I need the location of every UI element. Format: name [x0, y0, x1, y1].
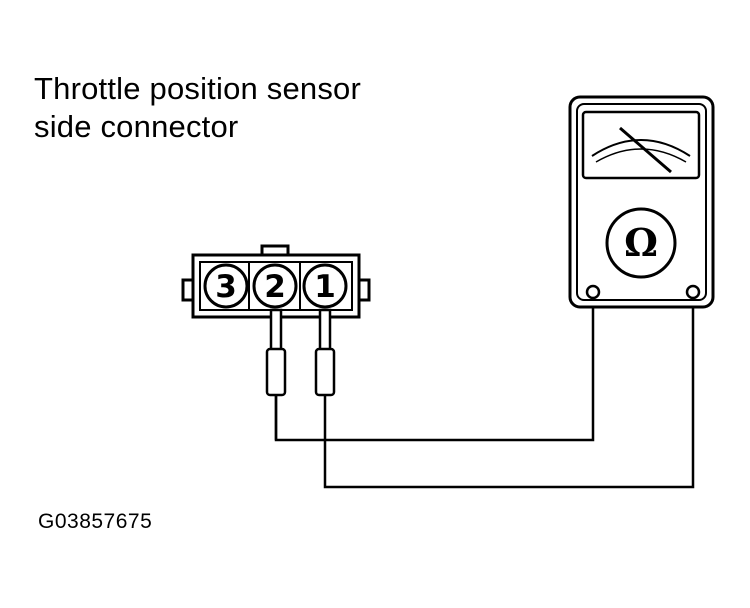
connector-pin-1: 1	[302, 263, 348, 309]
figure-code: G03857675	[38, 510, 153, 533]
ohmmeter: Ω	[568, 95, 715, 309]
pin-1-label: 1	[314, 269, 336, 305]
probe-pin-1	[314, 308, 336, 397]
pin-3-label: 3	[215, 269, 237, 305]
meter-terminal-left	[585, 284, 601, 300]
pin-3-circle	[203, 263, 249, 309]
connector-pin-3: 3	[203, 263, 249, 309]
probe-2-tip	[269, 308, 283, 352]
ohmmeter-inner-bezel	[576, 103, 707, 301]
meter-scale-arc	[591, 139, 691, 157]
meter-terminal-right	[685, 284, 701, 300]
probe-2-handle	[265, 347, 287, 397]
probe-1-tip	[318, 308, 332, 352]
connector-pin-2: 2	[252, 263, 298, 309]
meter-needle	[619, 126, 672, 174]
pin-2-circle	[252, 263, 298, 309]
title-line-2: side connector	[34, 109, 239, 144]
wire-pin-2-to-meter	[274, 294, 595, 442]
pin-1-circle	[302, 263, 348, 309]
title-line-1: Throttle position sensor	[34, 71, 362, 106]
pin-2-label: 2	[264, 269, 286, 305]
probe-1-handle	[314, 347, 336, 397]
diagram-title: Throttle position sensor side connector	[34, 70, 361, 146]
wire-pin-1-to-meter	[323, 294, 695, 489]
ohm-selector-dial	[605, 207, 677, 279]
ohm-symbol: Ω	[624, 220, 658, 265]
meter-scale-arc-inner	[595, 148, 687, 163]
